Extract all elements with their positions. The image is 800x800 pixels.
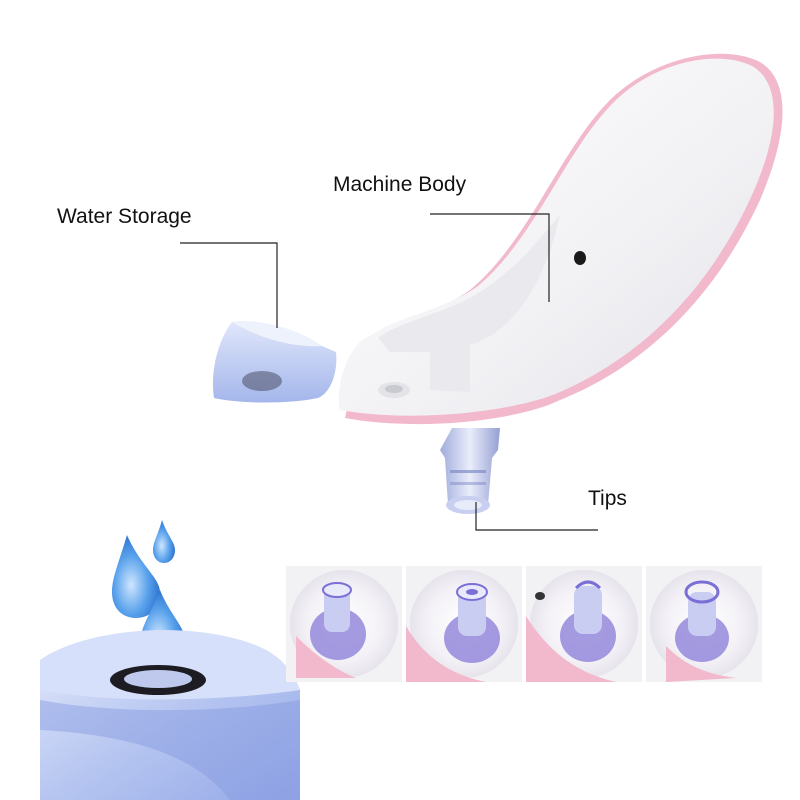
- tips-label: Tips: [588, 487, 627, 510]
- leader-water-storage: [180, 242, 278, 328]
- device-tip: [440, 428, 500, 514]
- button-dot: [574, 251, 586, 265]
- tip-panel-1: [286, 566, 402, 682]
- machine-body: [338, 53, 783, 425]
- tip-panel-4: [646, 566, 762, 682]
- tip-panel-2: [406, 566, 522, 682]
- leader-machine-body: [430, 213, 550, 302]
- machine-body-label: Machine Body: [333, 173, 467, 196]
- water-storage-tank: [212, 321, 337, 403]
- tip-panel-3: [526, 566, 642, 682]
- drop-large-icon: [112, 535, 160, 618]
- water-tank-closeup: [40, 630, 300, 800]
- leader-tips: [475, 502, 598, 531]
- drop-small-icon: [153, 520, 175, 563]
- leader-lines: [180, 213, 598, 531]
- water-storage-label: Water Storage: [57, 205, 192, 228]
